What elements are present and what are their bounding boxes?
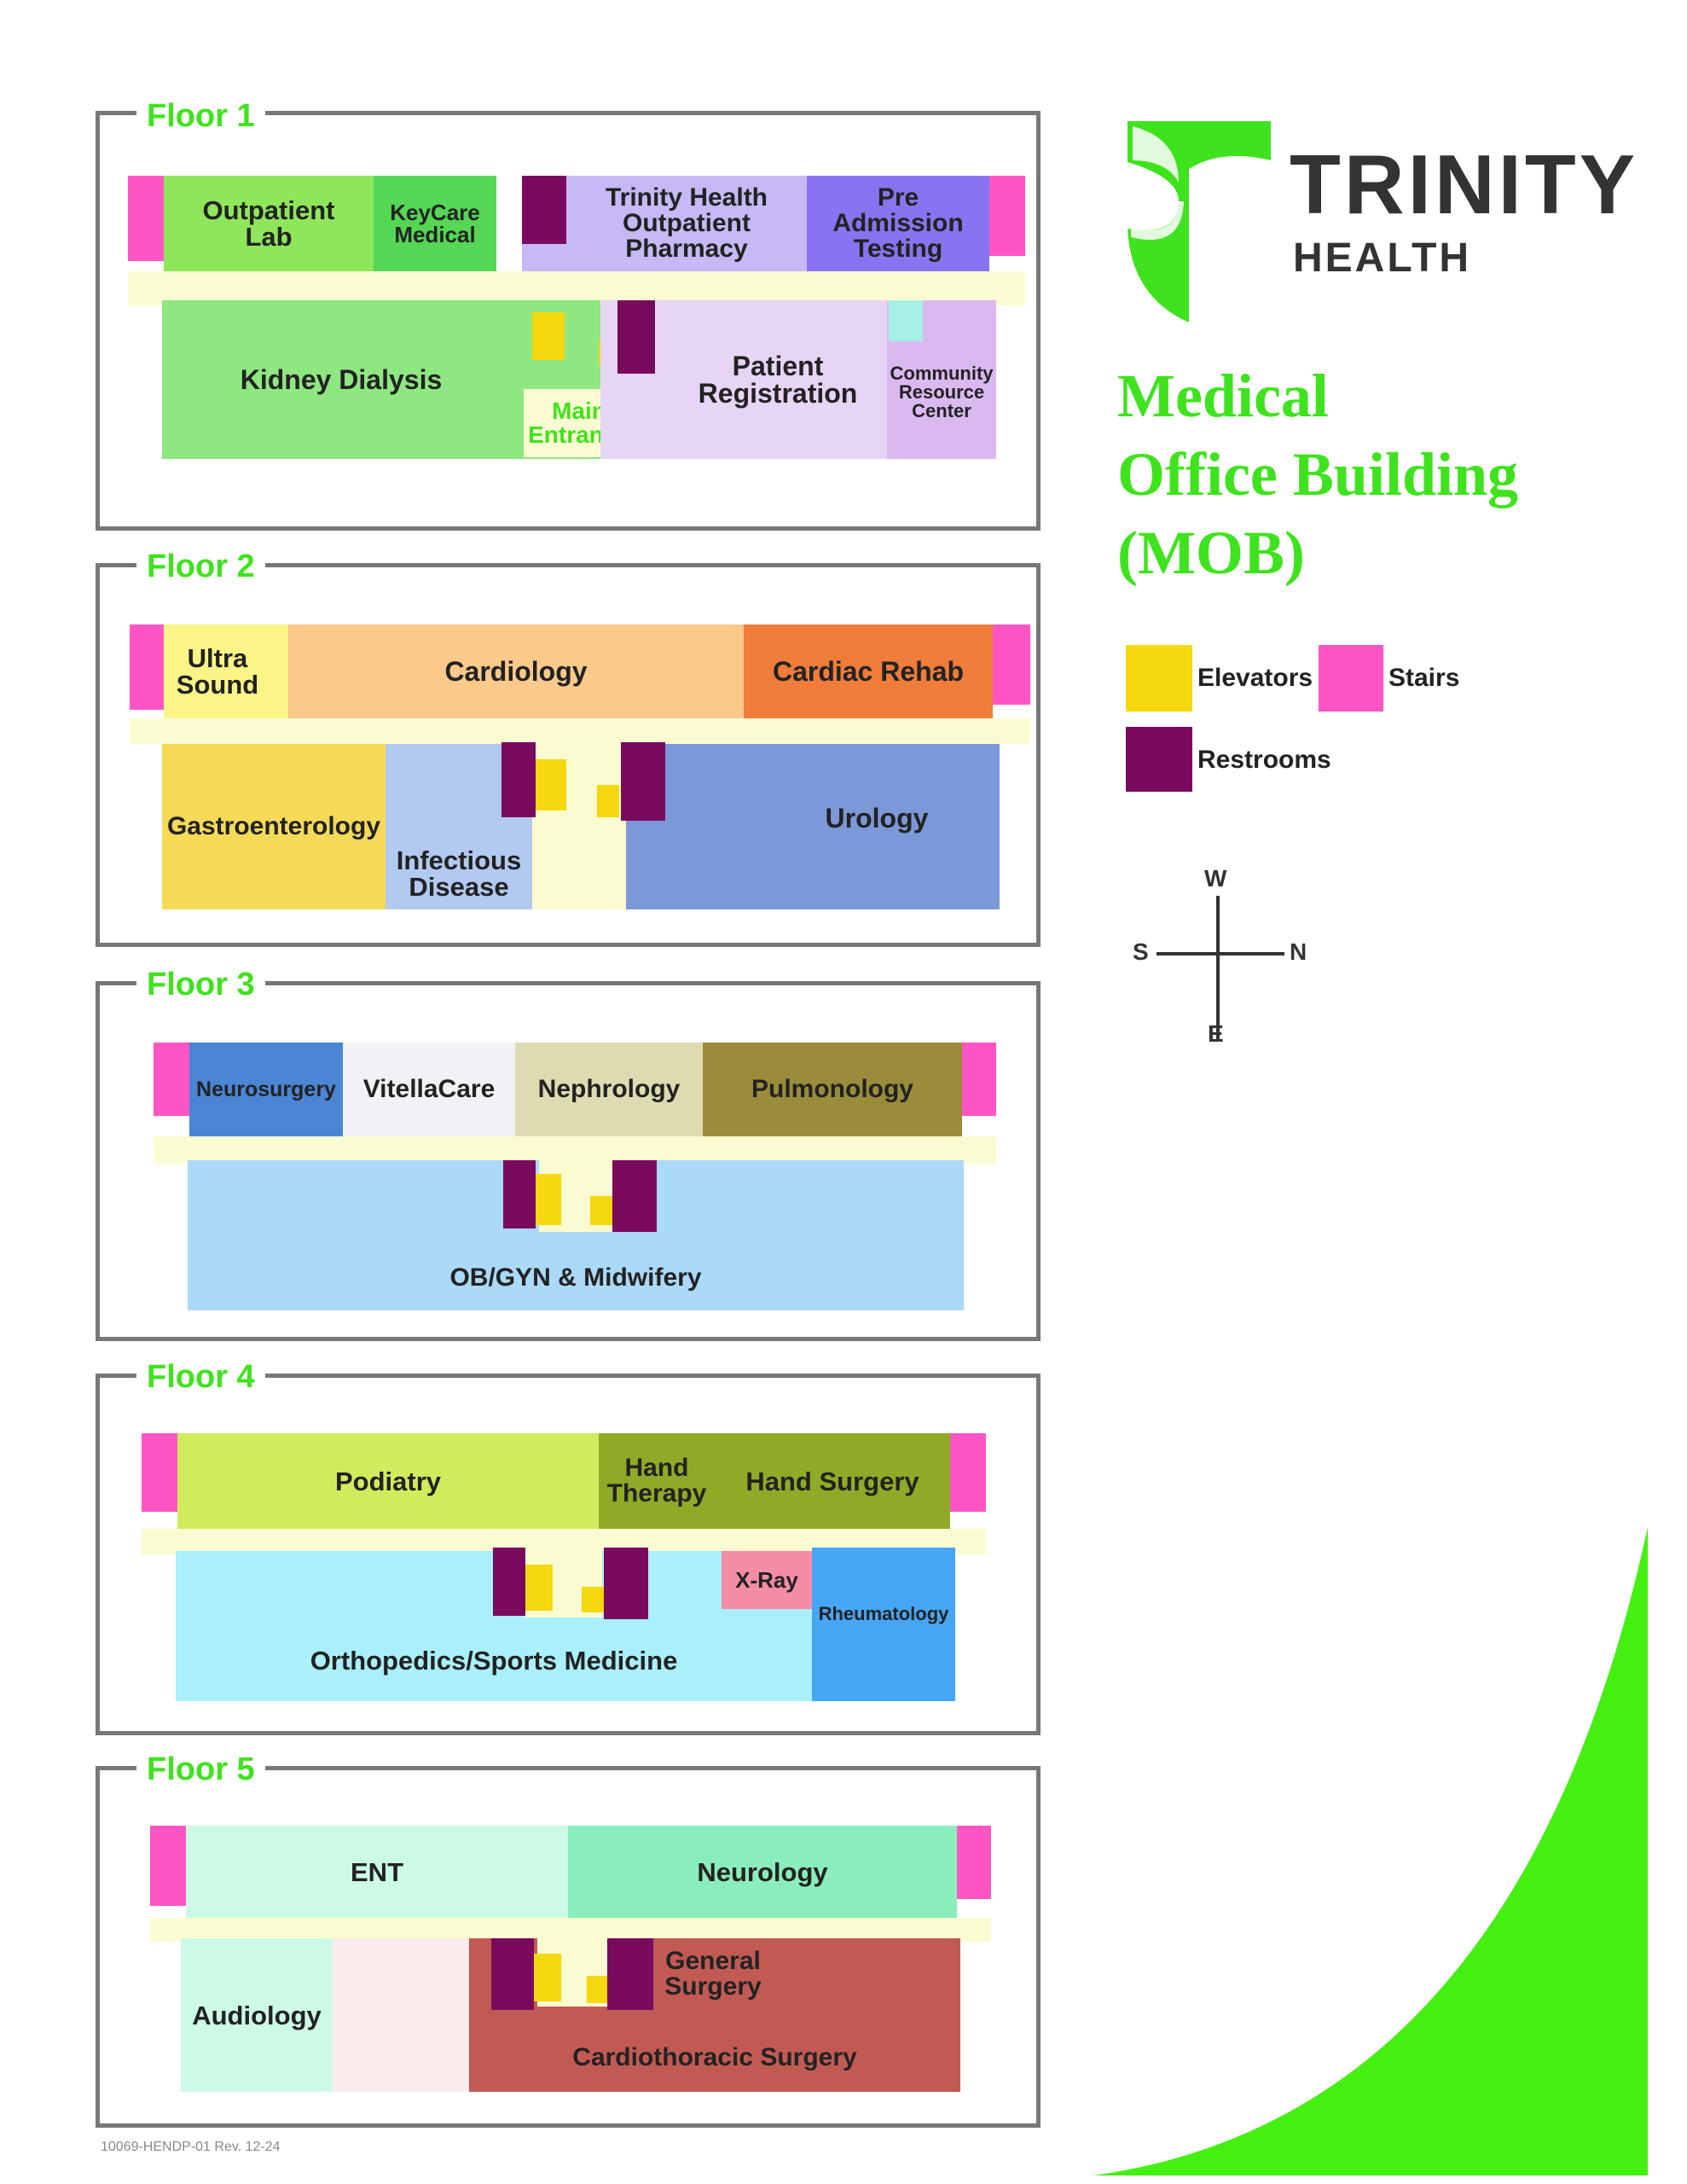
floor-2-label: Floor 2 <box>136 549 265 584</box>
elevators-legend-label: Elevators <box>1197 664 1313 692</box>
room-general-surgery[interactable]: General Surgery <box>653 1938 773 2010</box>
compass-south: S <box>1133 938 1149 965</box>
stairs-icon <box>130 624 164 710</box>
floor-1-frame <box>96 111 1041 531</box>
cardiothoracic-lower-band <box>469 2010 486 2092</box>
room-outpatient-lab[interactable]: Outpatient Lab <box>164 176 374 271</box>
elevator-icon <box>590 1196 612 1225</box>
restroom-icon <box>617 300 655 374</box>
room-nephrology[interactable]: Nephrology <box>515 1043 703 1136</box>
compass-east: E <box>1208 1020 1224 1047</box>
room-gastroenterology[interactable]: Gastroenterology <box>162 744 386 909</box>
stairs-icon <box>154 1043 189 1116</box>
stairs-icon <box>989 176 1025 256</box>
stairs-icon <box>950 1433 986 1512</box>
stairs-icon <box>150 1826 186 1906</box>
compass-vertical-line <box>1216 896 1220 1041</box>
room-urology[interactable]: Urology <box>626 744 1000 909</box>
floor-1-label: Floor 1 <box>136 99 265 133</box>
elevator-icon <box>525 1565 553 1611</box>
elevator-icon <box>536 1174 561 1225</box>
trinity-logo-icon <box>1128 121 1271 322</box>
stairs-icon <box>962 1043 996 1116</box>
room-keycare-medical[interactable]: KeyCare Medical <box>374 176 496 271</box>
restroom-icon <box>621 742 665 821</box>
room-audiology[interactable]: Audiology <box>181 1938 333 2092</box>
restroom-icon <box>503 1160 536 1228</box>
corridor <box>128 271 1025 305</box>
unlabeled-room <box>333 1938 469 2092</box>
restroom-icon <box>604 1548 648 1619</box>
stairs-legend-label: Stairs <box>1388 664 1460 692</box>
room-cardiology[interactable]: Cardiology <box>288 624 744 718</box>
compass-north: N <box>1290 938 1307 965</box>
restrooms-legend-label: Restrooms <box>1197 746 1331 774</box>
decorative-corner-shape <box>1093 1527 1648 2175</box>
elevator-icon <box>587 1976 607 2003</box>
floor-3-label: Floor 3 <box>136 967 265 1002</box>
stairs-icon <box>128 176 164 261</box>
compass-horizontal-line <box>1157 952 1284 956</box>
floor-2-frame <box>96 563 1041 947</box>
floor-3-frame <box>96 981 1041 1341</box>
title-line-1: Medical <box>1117 362 1329 430</box>
elevator-icon <box>597 785 619 817</box>
stairs-legend-swatch <box>1319 645 1383 712</box>
compass-west: W <box>1204 865 1227 892</box>
room-hand-therapy[interactable]: Hand Therapy <box>599 1433 715 1529</box>
room-cardiac-rehab[interactable]: Cardiac Rehab <box>744 624 993 718</box>
stairs-icon <box>142 1433 177 1512</box>
floor-4-frame <box>96 1374 1041 1735</box>
restroom-icon <box>501 742 536 817</box>
room-trinity-pharmacy[interactable]: Trinity Health Outpatient Pharmacy <box>566 176 807 271</box>
brand-sub: HEALTH <box>1293 235 1472 281</box>
room-hand-surgery[interactable]: Hand Surgery <box>715 1433 950 1529</box>
floor-5-frame <box>96 1766 1041 2128</box>
room-pre-admission-testing[interactable]: Pre Admission Testing <box>807 176 989 271</box>
room-infectious-disease[interactable]: Infectious Disease <box>386 744 532 909</box>
room-vitellacare[interactable]: VitellaCare <box>343 1043 515 1136</box>
corridor <box>130 718 1030 744</box>
elevator-icon <box>582 1587 604 1612</box>
elevators-legend-swatch <box>1126 645 1192 712</box>
floor-4-label: Floor 4 <box>136 1360 265 1394</box>
room-kidney-dialysis[interactable]: Kidney Dialysis <box>162 300 520 459</box>
floor-5-label: Floor 5 <box>136 1752 265 1786</box>
title-line-3: (MOB) <box>1117 519 1305 587</box>
elevator-icon <box>534 1954 561 2001</box>
restroom-icon <box>491 1938 534 2010</box>
brand-name: TRINITY <box>1290 137 1639 231</box>
room-neurology[interactable]: Neurology <box>568 1826 957 1918</box>
room-podiatry[interactable]: Podiatry <box>177 1433 599 1529</box>
restroom-icon <box>522 176 566 244</box>
stairs-icon <box>993 624 1030 705</box>
elevator-icon <box>536 759 566 810</box>
document-code: 10069-HENDP-01 Rev. 12-24 <box>101 2140 281 2154</box>
room-rheumatology[interactable]: Rheumatology <box>812 1548 955 1701</box>
restroom-icon <box>493 1548 525 1616</box>
room-neurosurgery[interactable]: Neurosurgery <box>189 1043 343 1136</box>
room-x-ray[interactable]: X-Ray <box>722 1551 812 1609</box>
pharmacy-lower-band <box>522 244 566 271</box>
room-ent[interactable]: ENT <box>186 1826 568 1918</box>
room-ultra-sound[interactable]: Ultra Sound <box>164 624 288 718</box>
restrooms-legend-swatch <box>1126 727 1192 792</box>
elevator-icon <box>532 312 565 360</box>
title-line-2: Office Building <box>1117 440 1519 508</box>
stairs-icon <box>957 1826 991 1899</box>
room-pulmonology[interactable]: Pulmonology <box>703 1043 962 1136</box>
restroom-icon <box>607 1938 653 2010</box>
restroom-icon <box>612 1160 657 1232</box>
community-tile <box>889 300 923 341</box>
